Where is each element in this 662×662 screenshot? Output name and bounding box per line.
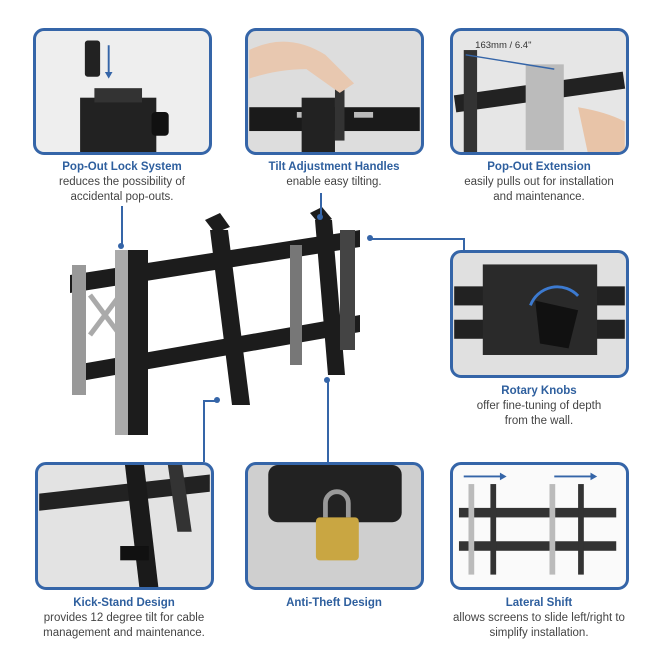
pop-out-extension-photo: 163mm / 6.4" (450, 28, 629, 155)
connector-line (203, 400, 217, 402)
feature-desc: reduces the possibility of (59, 176, 185, 188)
caption-anti-theft: Anti-Theft Design (224, 596, 444, 611)
feature-title: Pop-Out Extension (487, 161, 591, 173)
connector-dot (317, 214, 323, 220)
feature-desc: accidental pop-outs. (70, 191, 174, 203)
connector-line (121, 206, 123, 246)
feature-title: Rotary Knobs (501, 385, 577, 397)
connector-line (327, 380, 329, 462)
caption-rotary-knobs: Rotary Knobs offer fine-tuning of depth … (429, 384, 649, 429)
feature-desc: and maintenance. (493, 191, 585, 203)
connector-line (463, 238, 465, 252)
feature-title: Kick-Stand Design (73, 597, 175, 609)
connector-dot (324, 377, 330, 383)
feature-title: Lateral Shift (505, 597, 573, 609)
feature-desc: provides 12 degree tilt for cable (43, 612, 205, 624)
connector-dot (118, 243, 124, 249)
connector-dot (214, 397, 220, 403)
connector-line (370, 238, 464, 240)
feature-desc: simplify installation. (489, 627, 589, 639)
feature-desc: easily pulls out for installation (464, 176, 614, 188)
caption-lateral-shift: Lateral Shift allows screens to slide le… (429, 596, 649, 641)
connector-line (320, 193, 322, 217)
caption-tilt-handles: Tilt Adjustment Handles enable easy tilt… (224, 160, 444, 190)
feature-desc: from the wall. (504, 415, 574, 427)
connector-dot (367, 235, 373, 241)
anti-theft-photo (245, 462, 424, 590)
tilt-handles-photo (245, 28, 424, 155)
wall-mount-illustration (70, 207, 360, 435)
feature-desc: management and maintenance. (43, 627, 205, 639)
feature-title: Tilt Adjustment Handles (268, 161, 400, 173)
caption-pop-out-extension: Pop-Out Extension easily pulls out for i… (429, 160, 649, 205)
lateral-shift-photo (450, 462, 629, 590)
feature-title: Pop-Out Lock System (62, 161, 182, 173)
feature-desc: enable easy tilting. (286, 176, 382, 188)
feature-desc: allows screens to slide left/right to (453, 612, 625, 624)
caption-kick-stand: Kick-Stand Design provides 12 degree til… (14, 596, 234, 641)
kick-stand-photo (35, 462, 214, 590)
rotary-knobs-photo (450, 250, 629, 378)
caption-pop-out-lock: Pop-Out Lock System reduces the possibil… (12, 160, 232, 205)
feature-desc: offer fine-tuning of depth (476, 400, 602, 412)
pop-out-lock-photo (33, 28, 212, 155)
feature-title: Anti-Theft Design (286, 597, 382, 609)
extension-measure: 163mm / 6.4" (475, 40, 531, 51)
connector-line (203, 400, 205, 462)
